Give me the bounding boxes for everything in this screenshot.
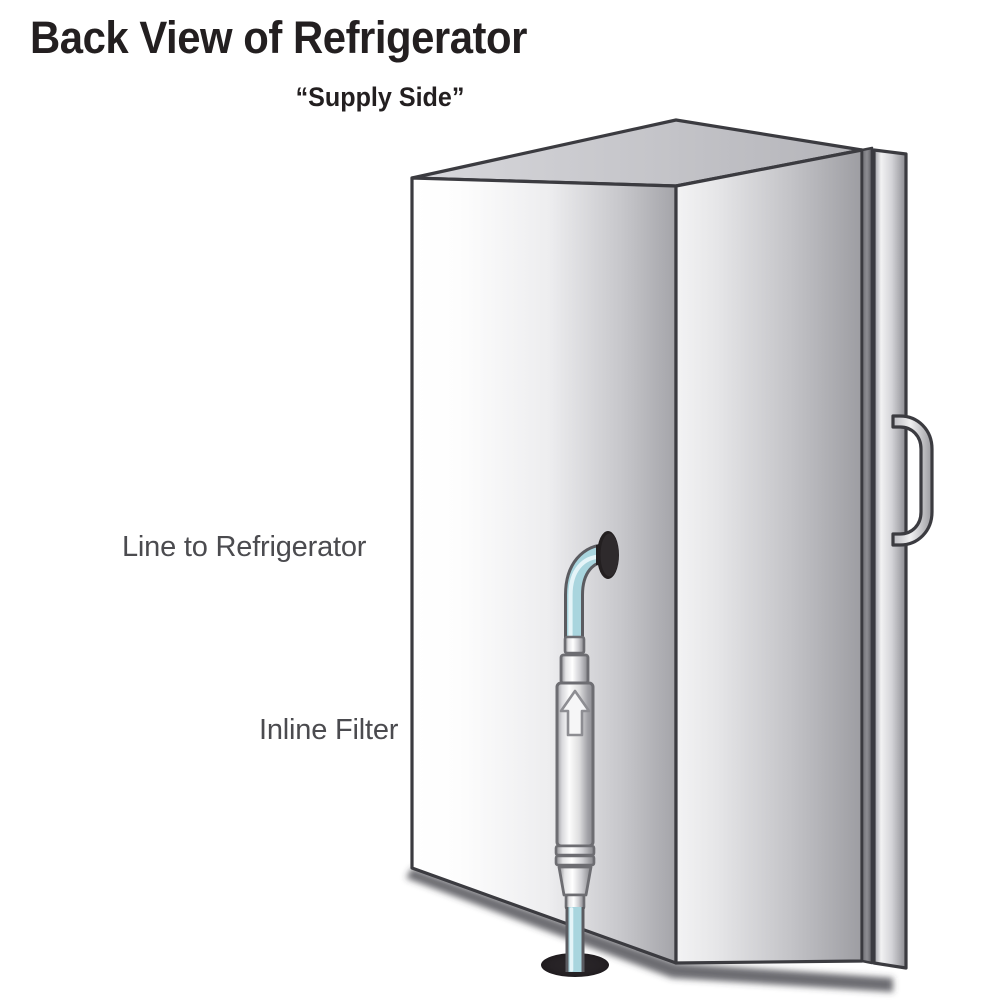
filter-bottom-ferrule xyxy=(564,893,586,911)
flow-arrow-up-icon xyxy=(559,689,591,737)
filter-bottom-nut xyxy=(557,865,593,897)
door-gap xyxy=(860,146,874,965)
filter-bottom-ring-2 xyxy=(554,854,596,867)
filter-top-nut xyxy=(559,653,590,685)
door-edge-strip xyxy=(872,148,908,970)
callout-line-to-refrigerator: Line to Refrigerator xyxy=(122,531,367,563)
page-title: Back View of Refrigerator xyxy=(30,12,527,63)
cabinet-back-panel xyxy=(410,176,678,965)
filter-bottom-ring-1 xyxy=(554,844,596,857)
page-subtitle: “Supply Side” xyxy=(295,82,465,112)
cabinet-floor-shadow xyxy=(406,868,893,992)
callout-inline-filter: Inline Filter xyxy=(259,714,399,746)
inline-filter xyxy=(554,635,596,911)
water-line-lower xyxy=(565,907,585,972)
cabinet-side-panel xyxy=(674,148,864,965)
wall-fitting xyxy=(596,531,619,579)
filter-top-ferrule xyxy=(563,635,586,655)
door-handle xyxy=(891,414,934,547)
